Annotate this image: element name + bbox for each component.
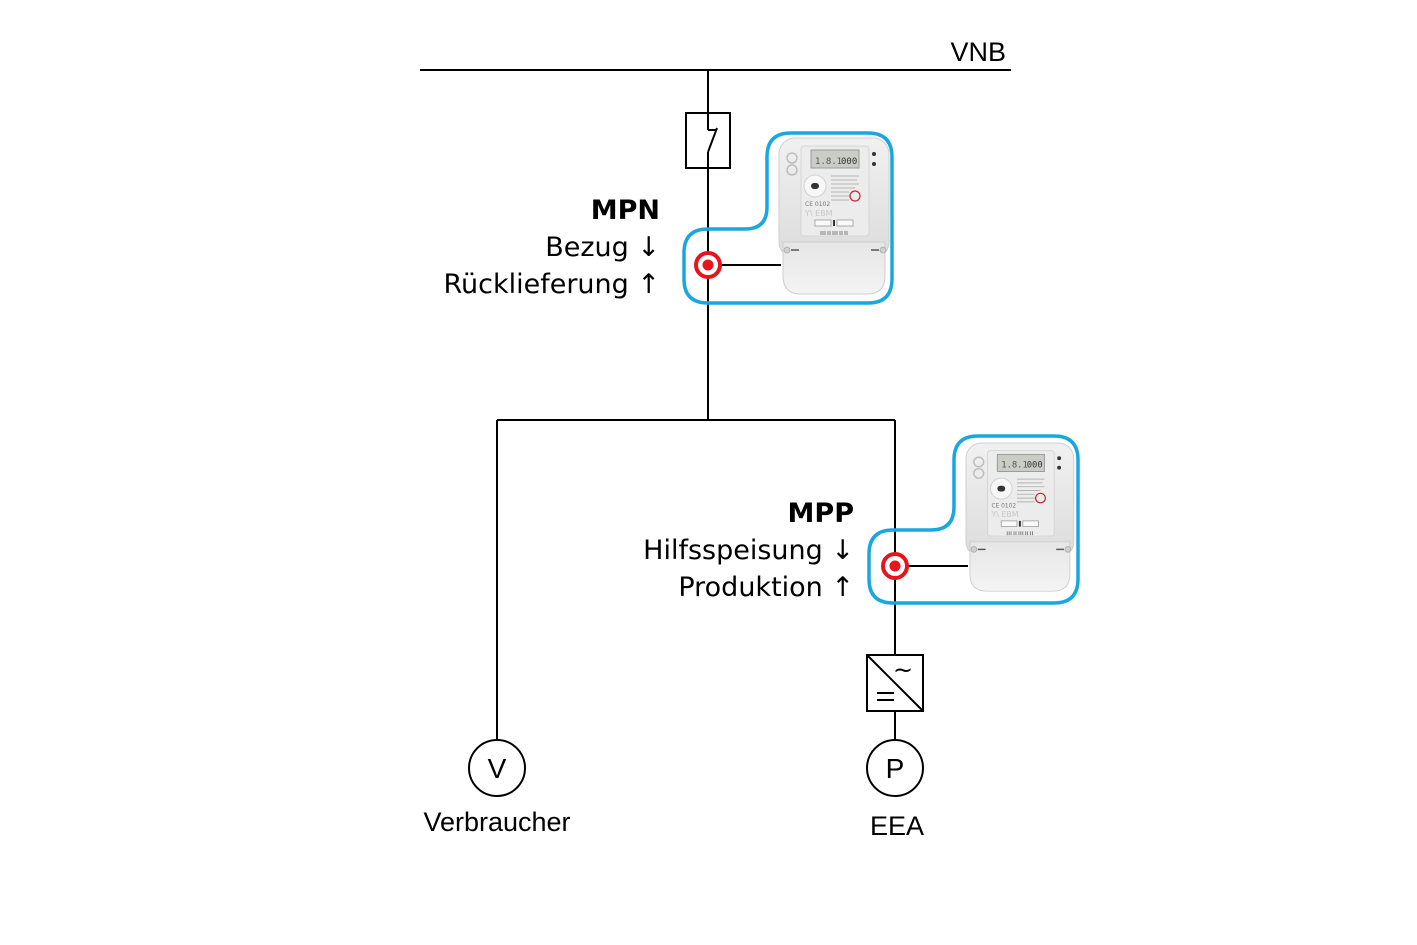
mpn-smart-meter-image (778, 137, 890, 295)
mpp-auxiliary-supply-label: Hilfsspeisung ↓ (643, 535, 854, 566)
ac-symbol: ~ (893, 656, 913, 684)
generator-label: EEA (870, 811, 924, 841)
generator-symbol (866, 739, 924, 797)
generator-symbol-letter: P (886, 753, 905, 784)
mpp-production-label: Produktion ↑ (678, 572, 854, 603)
consumer-symbol (468, 739, 526, 797)
mpn-title: MPN (591, 195, 660, 226)
mpn-import-label: Bezug ↓ (545, 232, 660, 263)
consumer-symbol-letter: V (488, 753, 507, 784)
mpp-meter-outline (867, 434, 1080, 605)
mpp-measuring-point-icon (881, 552, 909, 580)
mpn-meter-outline (682, 131, 894, 305)
mpn-measuring-point-icon (694, 251, 722, 279)
mpp-smart-meter-image (965, 442, 1075, 592)
mpp-title: MPP (788, 498, 854, 529)
main-switch-symbol (685, 112, 731, 169)
consumer-label: Verbraucher (423, 807, 570, 837)
mpn-export-label: Rücklieferung ↑ (443, 269, 660, 300)
inverter-symbol: ~ (866, 654, 924, 712)
grid-operator-label: VNB (950, 37, 1006, 67)
